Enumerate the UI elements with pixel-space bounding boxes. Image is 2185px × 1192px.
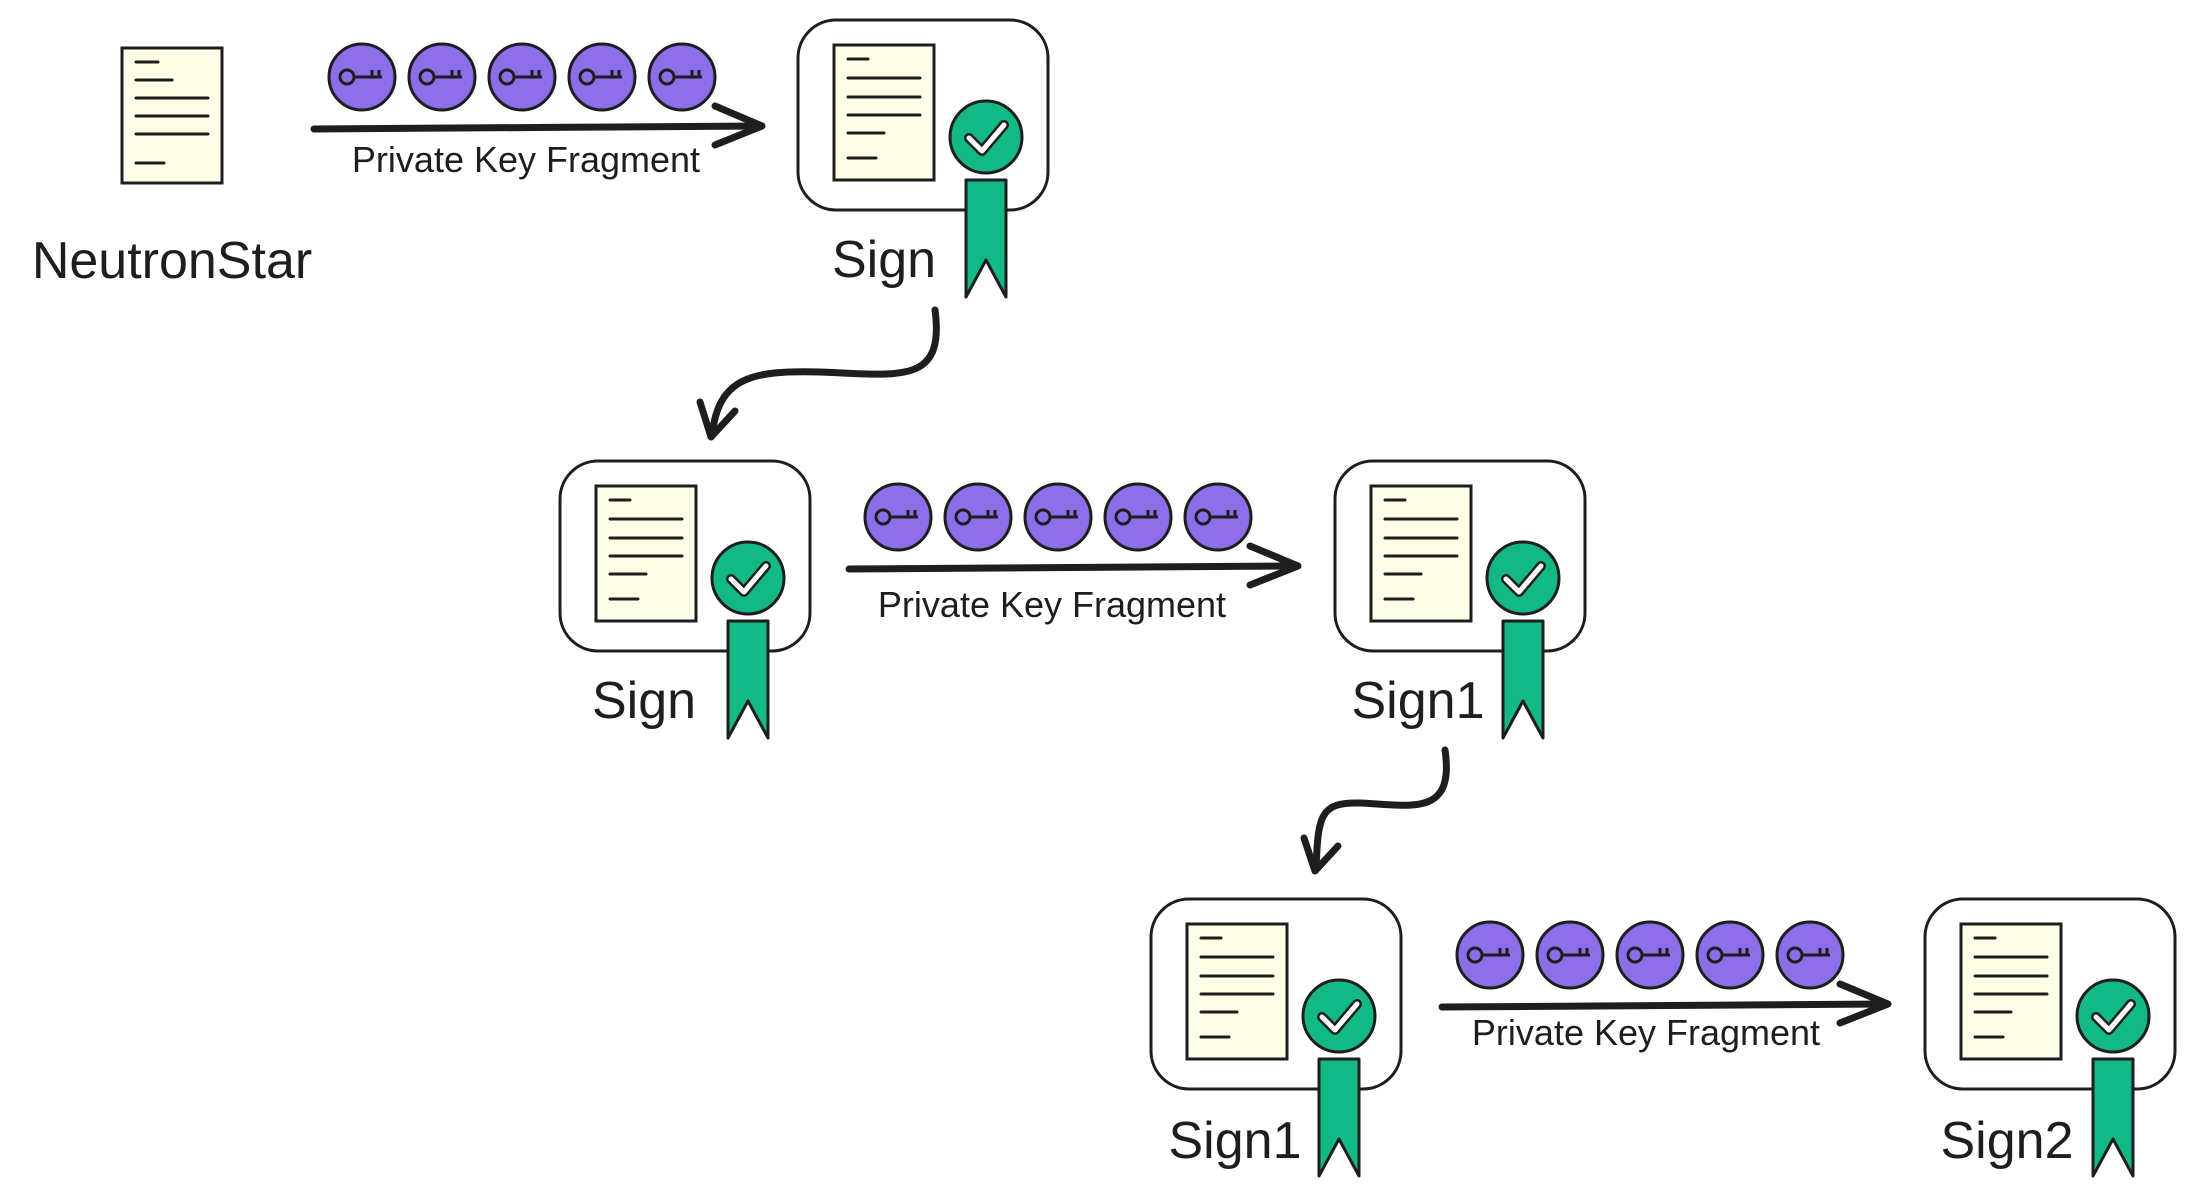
- arrowhead: [696, 398, 739, 441]
- key-icon: [865, 484, 1251, 550]
- document-icon: [120, 46, 224, 185]
- arrowhead: [1836, 980, 1892, 1027]
- arrow-icon: [310, 122, 764, 133]
- arrow-2-label: Private Key Fragment: [878, 584, 1226, 625]
- key-fragments-2: [865, 484, 1251, 550]
- arrowhead: [1300, 834, 1342, 875]
- key-icon: [329, 44, 715, 110]
- signed-2-output-label: Sign1: [1352, 672, 1485, 730]
- connector-2: [1300, 746, 1450, 875]
- signed-document-3-output: Sign2: [1925, 899, 2175, 1176]
- arrow-icon: [708, 306, 940, 440]
- signed-document-2-input: Sign: [560, 461, 810, 738]
- signed-1-label: Sign: [832, 231, 936, 289]
- signed-document-2-output: Sign1: [1335, 461, 1585, 738]
- arrow-1: Private Key Fragment: [310, 102, 766, 180]
- source-document: NeutronStar: [32, 46, 312, 290]
- key-fragments-3: [1457, 922, 1843, 988]
- connector-1: [696, 306, 940, 441]
- signed-2-input-label: Sign: [592, 672, 696, 730]
- arrow-icon: [1438, 1000, 1890, 1011]
- arrow-2: Private Key Fragment: [845, 542, 1302, 625]
- source-label: NeutronStar: [32, 232, 312, 290]
- arrow-3-label: Private Key Fragment: [1472, 1012, 1820, 1053]
- signed-3-input-label: Sign1: [1169, 1112, 1302, 1170]
- signed-document-3-input: Sign1: [1151, 899, 1401, 1176]
- signed-document-1: Sign: [798, 20, 1048, 297]
- arrowhead: [1246, 542, 1302, 589]
- arrow-icon: [1312, 746, 1450, 874]
- arrowhead: [711, 102, 766, 149]
- arrow-1-label: Private Key Fragment: [352, 139, 700, 180]
- signed-3-output-label: Sign2: [1941, 1112, 2074, 1170]
- arrow-icon: [845, 562, 1300, 573]
- arrow-3: Private Key Fragment: [1438, 980, 1892, 1053]
- key-fragments-1: [329, 44, 715, 110]
- key-icon: [1457, 922, 1843, 988]
